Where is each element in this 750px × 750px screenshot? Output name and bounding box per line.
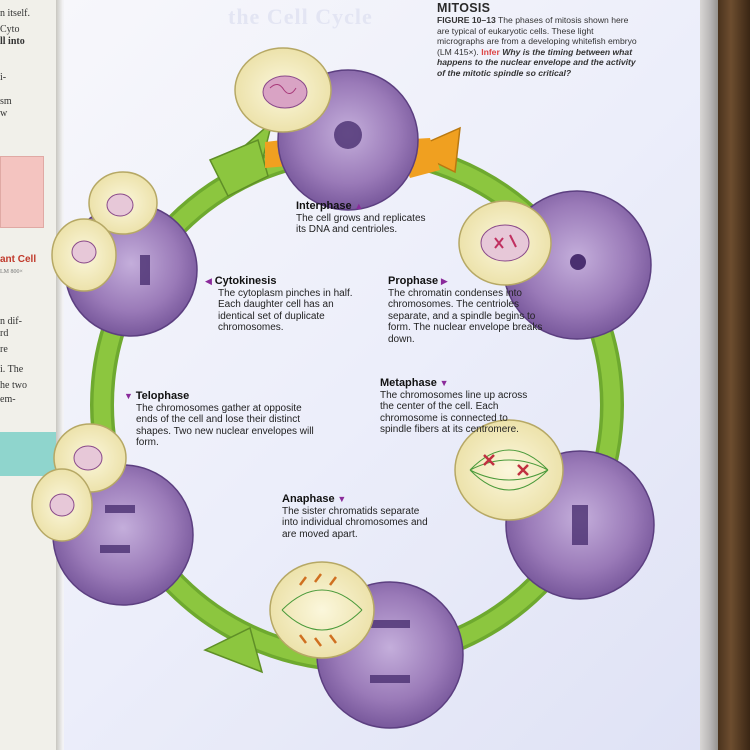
- phase-title: Prophase: [388, 275, 439, 287]
- left-text-line: n itself.: [0, 8, 30, 19]
- phase-anaphase: Anaphase ▼ The sister chromatids separat…: [282, 493, 432, 540]
- table-surface: [718, 0, 750, 750]
- left-text-line: em-: [0, 394, 16, 405]
- phase-description: The sister chromatids separate into indi…: [282, 505, 428, 540]
- left-page-image: [0, 156, 44, 228]
- triangle-marker-icon: ◀: [205, 276, 212, 286]
- cell-diagram-metaphase: [454, 419, 564, 521]
- left-text-line: w: [0, 108, 8, 119]
- ghost-heading: the Cell Cycle: [228, 4, 373, 29]
- phase-interphase: Interphase ▲ The cell grows and replicat…: [296, 200, 436, 236]
- phase-description: The chromosomes line up across the cente…: [380, 389, 528, 436]
- left-text-line: sm: [0, 96, 12, 107]
- phase-description: The chromosomes gather at opposite ends …: [136, 402, 314, 449]
- phase-telophase: ▼ Telophase The chromosomes gather at op…: [124, 390, 314, 449]
- infer-label: Infer: [481, 46, 500, 57]
- left-text-line: i-: [0, 72, 7, 83]
- phase-title: Anaphase: [282, 493, 335, 505]
- infer-question: Why is the timing between what happens t…: [437, 46, 636, 78]
- phase-metaphase: Metaphase ▼ The chromosomes line up acro…: [380, 377, 535, 436]
- figure-caption-text: The phases of mitosis shown here are typ…: [437, 15, 637, 57]
- page-edge: [700, 0, 720, 750]
- left-text-line: ant Cell: [0, 254, 37, 265]
- cycle-arrow: [208, 138, 269, 198]
- left-page: n itself. Cyto ll into i- sm w ant Cell …: [0, 0, 62, 750]
- phase-title: Cytokinesis: [214, 275, 277, 287]
- left-page-teal-box: [0, 432, 62, 476]
- phase-description: The chromatin condenses into chromosomes…: [388, 287, 543, 345]
- left-text-line: rd: [0, 328, 9, 339]
- triangle-marker-icon: ▲: [354, 201, 364, 211]
- left-text-line: LM 800×: [0, 269, 23, 275]
- left-text-line: he two: [0, 380, 27, 391]
- figure-title: MITOSIS: [437, 1, 491, 15]
- figure-caption: FIGURE 10–13 The phases of mitosis shown…: [437, 15, 642, 79]
- phase-title: Telophase: [135, 390, 190, 402]
- triangle-marker-icon: ▼: [124, 391, 133, 401]
- left-text-line: i. The: [0, 364, 24, 375]
- left-text-line: re: [0, 344, 8, 355]
- phase-title: Interphase: [296, 200, 352, 212]
- figure-label: FIGURE 10–13: [437, 15, 496, 25]
- phase-title: Metaphase: [380, 377, 437, 389]
- phase-prophase: Prophase ▶ The chromatin condenses into …: [388, 275, 553, 345]
- cycle-arrow: [203, 626, 264, 674]
- triangle-marker-icon: ▼: [337, 494, 347, 504]
- left-text-line: n dif-: [0, 316, 22, 327]
- triangle-marker-icon: ▶: [440, 276, 448, 286]
- phase-cytokinesis: ◀ Cytokinesis The cytoplasm pinches in h…: [205, 275, 355, 334]
- phase-description: The cytoplasm pinches in half. Each daug…: [218, 287, 353, 334]
- left-text-line: ll into: [0, 36, 25, 47]
- cell-diagram-anaphase: [269, 561, 375, 659]
- left-text-line: Cyto: [0, 24, 20, 35]
- phase-description: The cell grows and replicates its DNA an…: [296, 212, 426, 236]
- triangle-marker-icon: ▼: [439, 378, 449, 388]
